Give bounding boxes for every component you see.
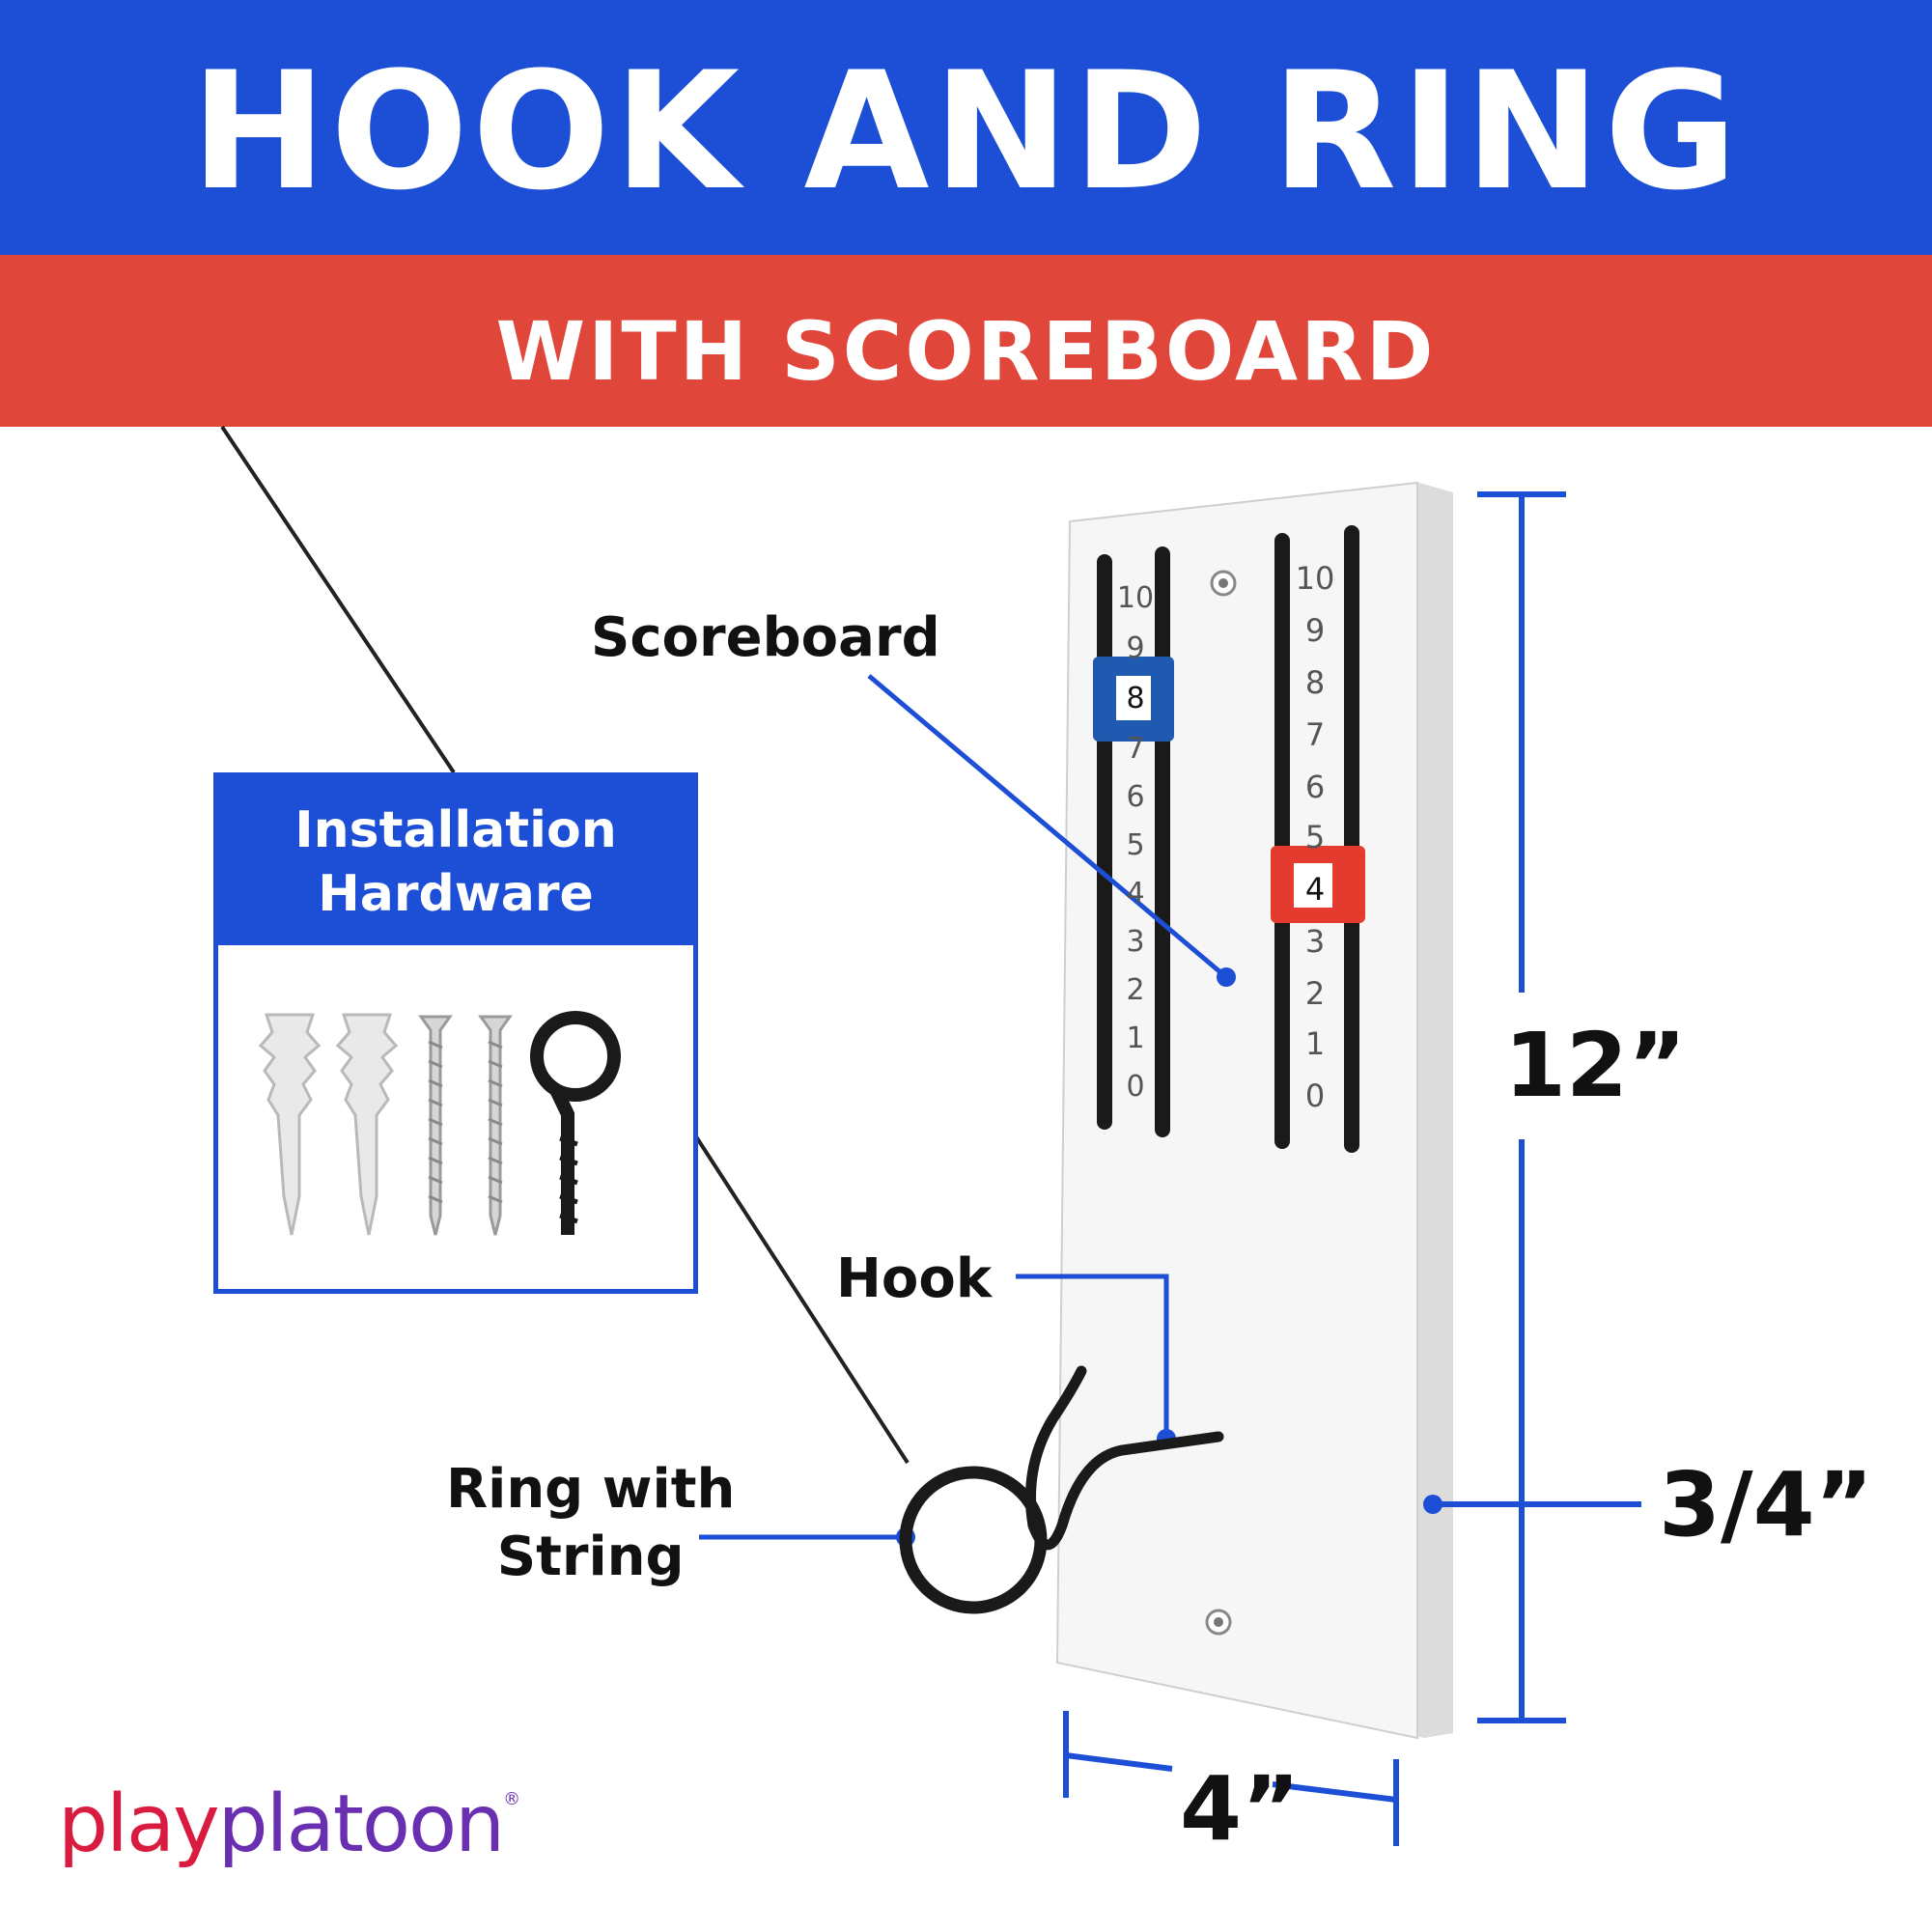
score-number: 9	[1126, 631, 1145, 665]
depth-dimension-label: 3/4”	[1659, 1453, 1874, 1556]
score-number: 8	[1126, 682, 1145, 715]
score-number: 5	[1304, 819, 1326, 855]
ring-label: Ring with String	[446, 1456, 735, 1591]
score-number: 5	[1126, 828, 1145, 862]
score-number: 2	[1304, 975, 1326, 1012]
eye-hook-icon	[530, 1011, 621, 1235]
title-banner	[0, 0, 1932, 255]
score-number: 10	[1295, 560, 1335, 597]
hardware-title-line2: Hardware	[318, 865, 594, 923]
width-dimension-label: 4”	[1180, 1757, 1301, 1861]
hook-and-ring	[899, 1365, 1224, 1614]
scoreboard-board	[1055, 481, 1453, 1740]
hardware-items	[258, 1011, 621, 1236]
playplatoon-logo: playplatoon®	[58, 1778, 520, 1870]
installation-hardware-title: Installation Hardware	[218, 777, 693, 945]
string-line	[686, 1123, 910, 1465]
score-number: 2	[1126, 973, 1145, 1007]
ring-label-line1: Ring with	[446, 1458, 736, 1521]
width-dimension	[1063, 1711, 1399, 1846]
height-dimension-label: 12”	[1504, 1014, 1687, 1117]
score-number: 6	[1304, 769, 1326, 805]
logo-part-play: play	[58, 1778, 220, 1870]
score-number: 7	[1304, 716, 1326, 753]
score-number: 7	[1126, 732, 1145, 766]
page-subtitle: WITH SCOREBOARD	[495, 304, 1437, 399]
page-title: HOOK AND RING	[190, 37, 1742, 226]
score-number: 9	[1304, 612, 1326, 649]
screw-icon	[418, 1015, 453, 1236]
score-number: 0	[1304, 1078, 1326, 1114]
wall-anchor-icon	[335, 1013, 399, 1236]
hook-label: Hook	[836, 1247, 993, 1310]
score-number: 6	[1126, 780, 1145, 814]
height-dimension	[1477, 491, 1566, 1723]
score-number: 3	[1126, 925, 1145, 959]
scoreboard-label: Scoreboard	[591, 606, 940, 669]
score-number: 4	[1304, 871, 1326, 908]
wall-anchor-icon	[258, 1013, 322, 1236]
score-number: 4	[1126, 877, 1145, 910]
scoreboard-callout-line	[867, 674, 1228, 979]
string-line	[220, 425, 456, 774]
installation-hardware-panel: Installation Hardware	[213, 772, 698, 1294]
score-number: 8	[1304, 664, 1326, 701]
score-number: 1	[1126, 1022, 1145, 1055]
hook-callout-line	[1016, 1274, 1169, 1439]
score-number: 0	[1126, 1070, 1145, 1104]
depth-dimension	[1423, 1495, 1641, 1514]
score-number: 10	[1116, 581, 1155, 615]
ring-label-line2: String	[496, 1526, 685, 1588]
subtitle-banner	[0, 255, 1932, 427]
score-number: 1	[1304, 1025, 1326, 1062]
registered-mark: ®	[503, 1789, 520, 1809]
score-number: 3	[1304, 923, 1326, 960]
screw-icon	[478, 1015, 513, 1236]
logo-part-platoon: platoon	[217, 1778, 506, 1870]
hardware-title-line1: Installation	[294, 801, 617, 859]
